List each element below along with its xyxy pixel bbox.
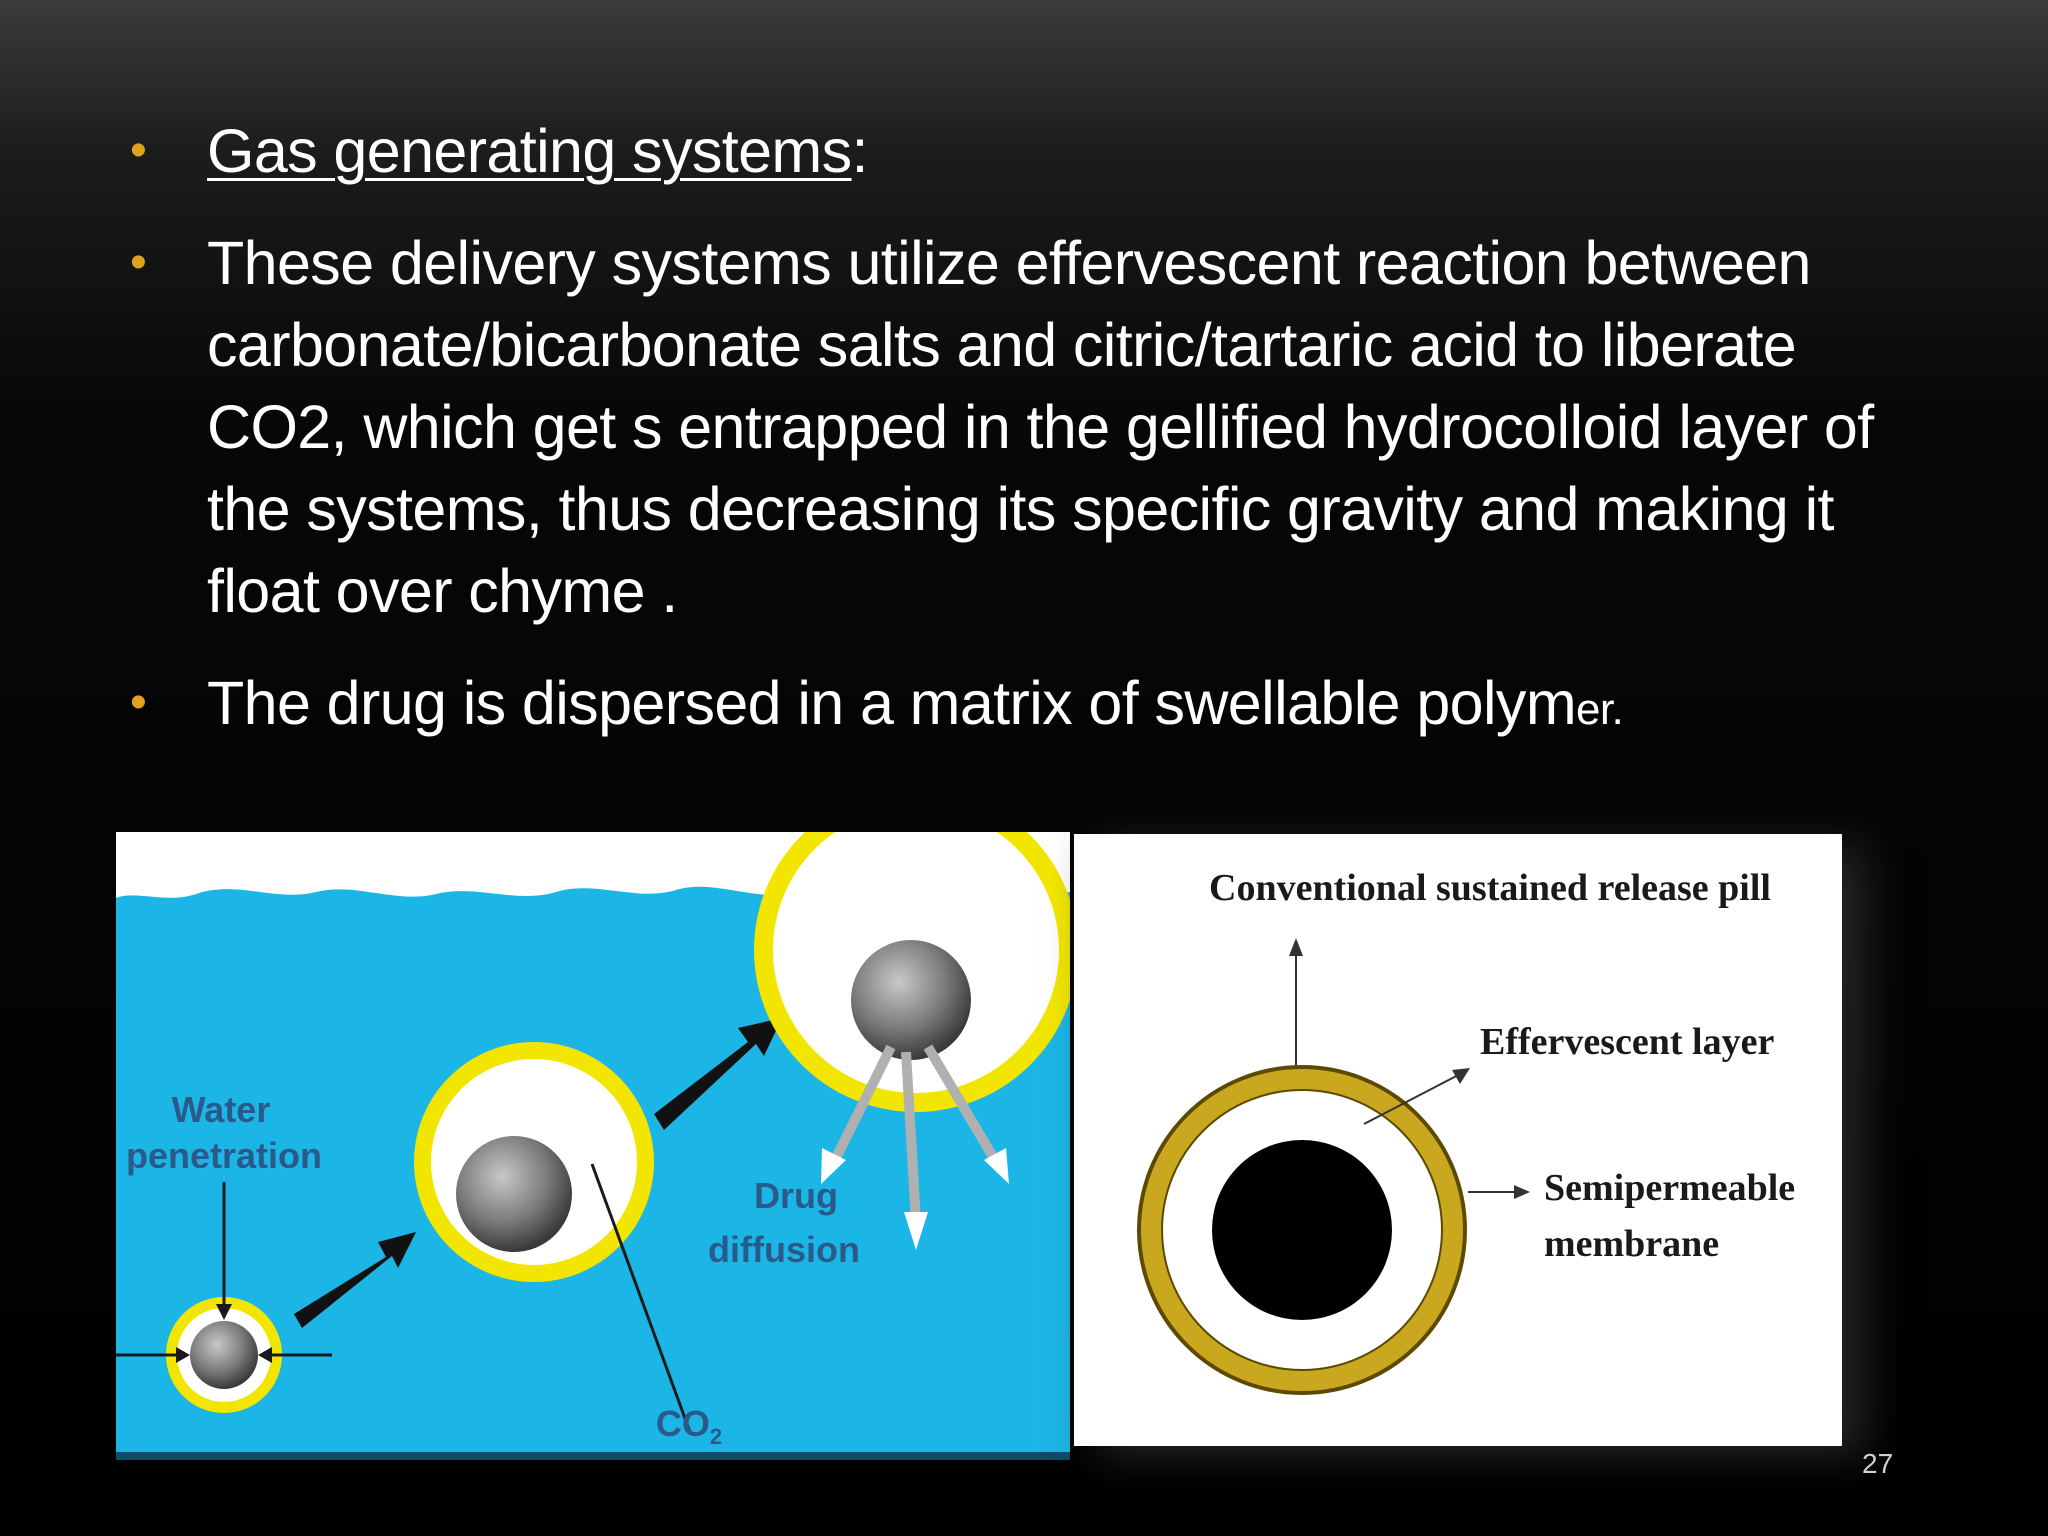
drug-label-line1: Drug (754, 1175, 838, 1216)
bullet-item-heading: • Gas generating systems: (130, 110, 1890, 192)
membrane-label-line2: membrane (1544, 1223, 1719, 1265)
water-label-line1: Water (172, 1089, 271, 1130)
bullet-item-matrix: • The drug is dispersed in a matrix of s… (130, 662, 1890, 751)
matrix-text-tail: er. (1576, 685, 1624, 734)
pill-title: Conventional sustained release pill (1209, 867, 1771, 909)
membrane-label-line1: Semipermeable (1544, 1167, 1795, 1209)
bullet-dot: • (130, 236, 147, 289)
drug-label-line2: diffusion (708, 1229, 860, 1270)
bullet-dot: • (130, 124, 147, 177)
section-heading: Gas generating systems (207, 117, 852, 185)
bullet-dot: • (130, 676, 147, 729)
floating-system-figure: Water penetration Drug diffusion CO2 (116, 832, 1070, 1460)
sustained-release-figure: Conventional sustained release pill Effe… (1074, 834, 1842, 1446)
heading-colon: : (851, 117, 869, 185)
progress-arrow-1 (294, 1232, 416, 1328)
bullet-item-description: • These delivery systems utilize efferve… (130, 222, 1890, 632)
bullet-list: • Gas generating systems: • These delive… (130, 110, 1890, 781)
sustained-release-diagram: Conventional sustained release pill Effe… (1137, 867, 1795, 1395)
small-tablet-core (190, 1321, 258, 1389)
water-label-line2: penetration (126, 1135, 322, 1176)
diffusion-arrows (829, 1044, 1001, 1223)
description-text: These delivery systems utilize effervesc… (207, 229, 1874, 625)
large-tablet-core (851, 940, 971, 1060)
slide-number: 27 (1862, 1448, 1894, 1479)
matrix-text: The drug is dispersed in a matrix of swe… (207, 669, 1577, 737)
floating-system-diagram: Water penetration Drug diffusion CO2 (116, 832, 1070, 1449)
effervescent-label: Effervescent layer (1480, 1021, 1774, 1063)
co2-label: CO2 (656, 1403, 722, 1449)
progress-arrow-2 (654, 1018, 782, 1130)
medium-tablet-core (456, 1136, 572, 1252)
drug-core (1212, 1140, 1392, 1320)
